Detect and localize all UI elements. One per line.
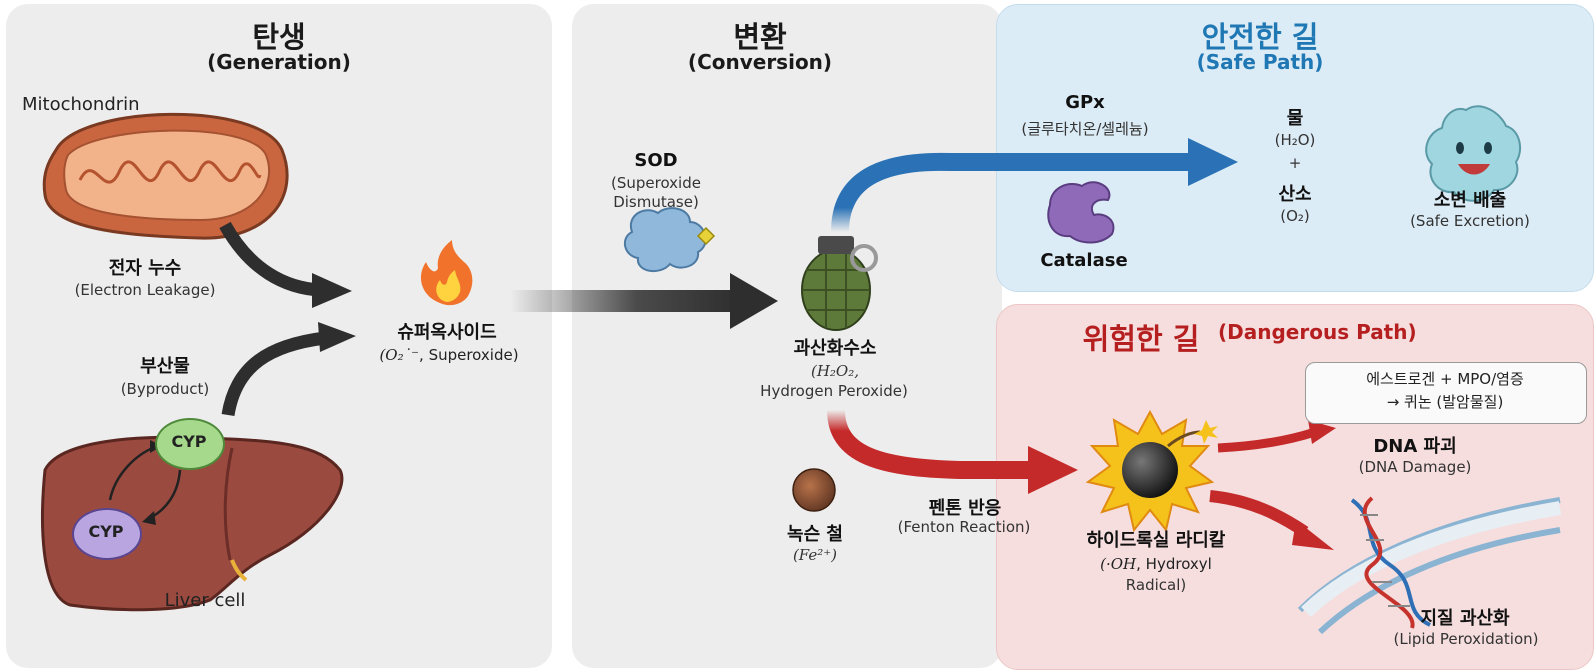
sod-full-line1: (Superoxide <box>611 174 701 192</box>
rusty-iron-formula: (Fe²⁺) <box>792 546 838 564</box>
electron-leak-label: 전자 누수 <box>108 258 182 279</box>
rusty-iron-icon <box>792 468 836 512</box>
estrogen-quinone-box <box>1305 362 1587 424</box>
danger-path-arrow <box>827 409 1078 494</box>
plus-sign: + <box>1288 154 1302 172</box>
oxygen-label: 산소 <box>1278 184 1312 205</box>
dna-damage-sublabel: (DNA Damage) <box>1358 458 1472 476</box>
superoxide-sublabel: (O₂˙⁻, Superoxide) <box>354 346 544 364</box>
water-label: 물 <box>1286 108 1304 129</box>
byproduct-label: 부산물 <box>140 356 190 377</box>
catalase-label: Catalase <box>1040 250 1128 271</box>
dna-damage-arrow <box>1217 420 1336 453</box>
gpx-label: GPx <box>1065 92 1105 113</box>
conversion-arrow <box>510 273 778 329</box>
estrogen-box-line2: → 퀴논 (발암물질) <box>1386 393 1504 411</box>
sod-enzyme-illustration <box>623 207 716 273</box>
lipid-membrane-illustration <box>1297 497 1562 635</box>
hydrogen-peroxide-label: 과산화수소 <box>793 338 877 359</box>
generation-subtitle: (Generation) <box>207 50 351 74</box>
hydroxyl-radical-sublabel: (·OH, Hydroxyl <box>1066 555 1246 573</box>
mitochondrion-illustration <box>42 112 289 240</box>
fire-icon <box>420 240 473 306</box>
electron-leak-arrow <box>219 221 352 308</box>
grenade-icon <box>801 236 878 331</box>
lipid-peroxidation-sublabel: (Lipid Peroxidation) <box>1393 630 1539 648</box>
superoxide-english: , Superoxide) <box>419 346 519 364</box>
smiling-cell-icon <box>1425 105 1522 202</box>
superoxide-label: 슈퍼옥사이드 <box>397 322 497 343</box>
hydrogen-peroxide-formula: (H₂O₂, <box>810 362 860 380</box>
conversion-title: 변환 <box>733 20 787 54</box>
safe-path-arrow <box>831 138 1238 233</box>
dna-helix-icon <box>1350 496 1431 629</box>
rusty-iron-label: 녹슨 철 <box>787 524 843 545</box>
cyp-enzyme-top <box>155 418 225 470</box>
estrogen-box-line1: 에스트로겐 + MPO/염증 <box>1366 370 1524 388</box>
explosion-bomb-icon <box>1085 409 1218 533</box>
conversion-panel <box>572 4 1002 668</box>
excretion-sublabel: (Safe Excretion) <box>1410 212 1530 230</box>
oxygen-formula: (O₂) <box>1280 207 1310 225</box>
generation-title: 탄생 <box>252 20 306 54</box>
cyp-bottom-label: CYP <box>88 522 124 541</box>
fenton-reaction-sublabel: (Fenton Reaction) <box>897 518 1031 536</box>
hydroxyl-radical-formula: (·OH <box>1100 555 1137 573</box>
hydroxyl-radical-sublabel2: Radical) <box>1125 576 1187 594</box>
safe-path-title: 안전한 길 <box>1201 20 1319 54</box>
cyp-cycle-arrow <box>108 445 156 501</box>
catalase-enzyme-illustration <box>1047 181 1115 244</box>
fenton-reaction-label: 펜톤 반응 <box>928 498 1002 519</box>
dangerous-path-subtitle: (Dangerous Path) <box>1218 320 1417 344</box>
lipid-peroxidation-arrow <box>1209 490 1334 550</box>
byproduct-sublabel: (Byproduct) <box>120 380 210 398</box>
mitochondrion-label: Mitochondrin <box>22 94 140 115</box>
hydrogen-peroxide-sublabel: Hydrogen Peroxide) <box>760 382 908 400</box>
hydroxyl-radical-english: , Hydroxyl <box>1136 555 1212 573</box>
byproduct-arrow <box>221 322 356 417</box>
cyp-top-label: CYP <box>171 432 207 451</box>
gpx-sublabel: (글루타치온/셀레늄) <box>1021 120 1149 138</box>
conversion-subtitle: (Conversion) <box>687 50 833 74</box>
cyp-enzyme-bottom <box>72 508 142 560</box>
liver-cell-label: Liver cell <box>164 590 246 611</box>
lipid-peroxidation-label: 지질 과산화 <box>1420 608 1510 629</box>
excretion-label: 소변 배출 <box>1433 190 1507 211</box>
water-formula: (H₂O) <box>1274 131 1316 149</box>
sod-full-line2: Dismutase) <box>613 193 699 211</box>
dangerous-path-title: 위험한 길 <box>1082 322 1200 356</box>
superoxide-formula: (O₂˙⁻ <box>379 346 420 364</box>
electron-leak-sublabel: (Electron Leakage) <box>74 281 216 299</box>
dna-damage-label: DNA 파괴 <box>1373 436 1457 457</box>
safe-path-subtitle: (Safe Path) <box>1196 50 1324 74</box>
hydroxyl-radical-label: 하이드록실 라디칼 <box>1086 530 1226 551</box>
sod-label: SOD <box>634 150 678 171</box>
